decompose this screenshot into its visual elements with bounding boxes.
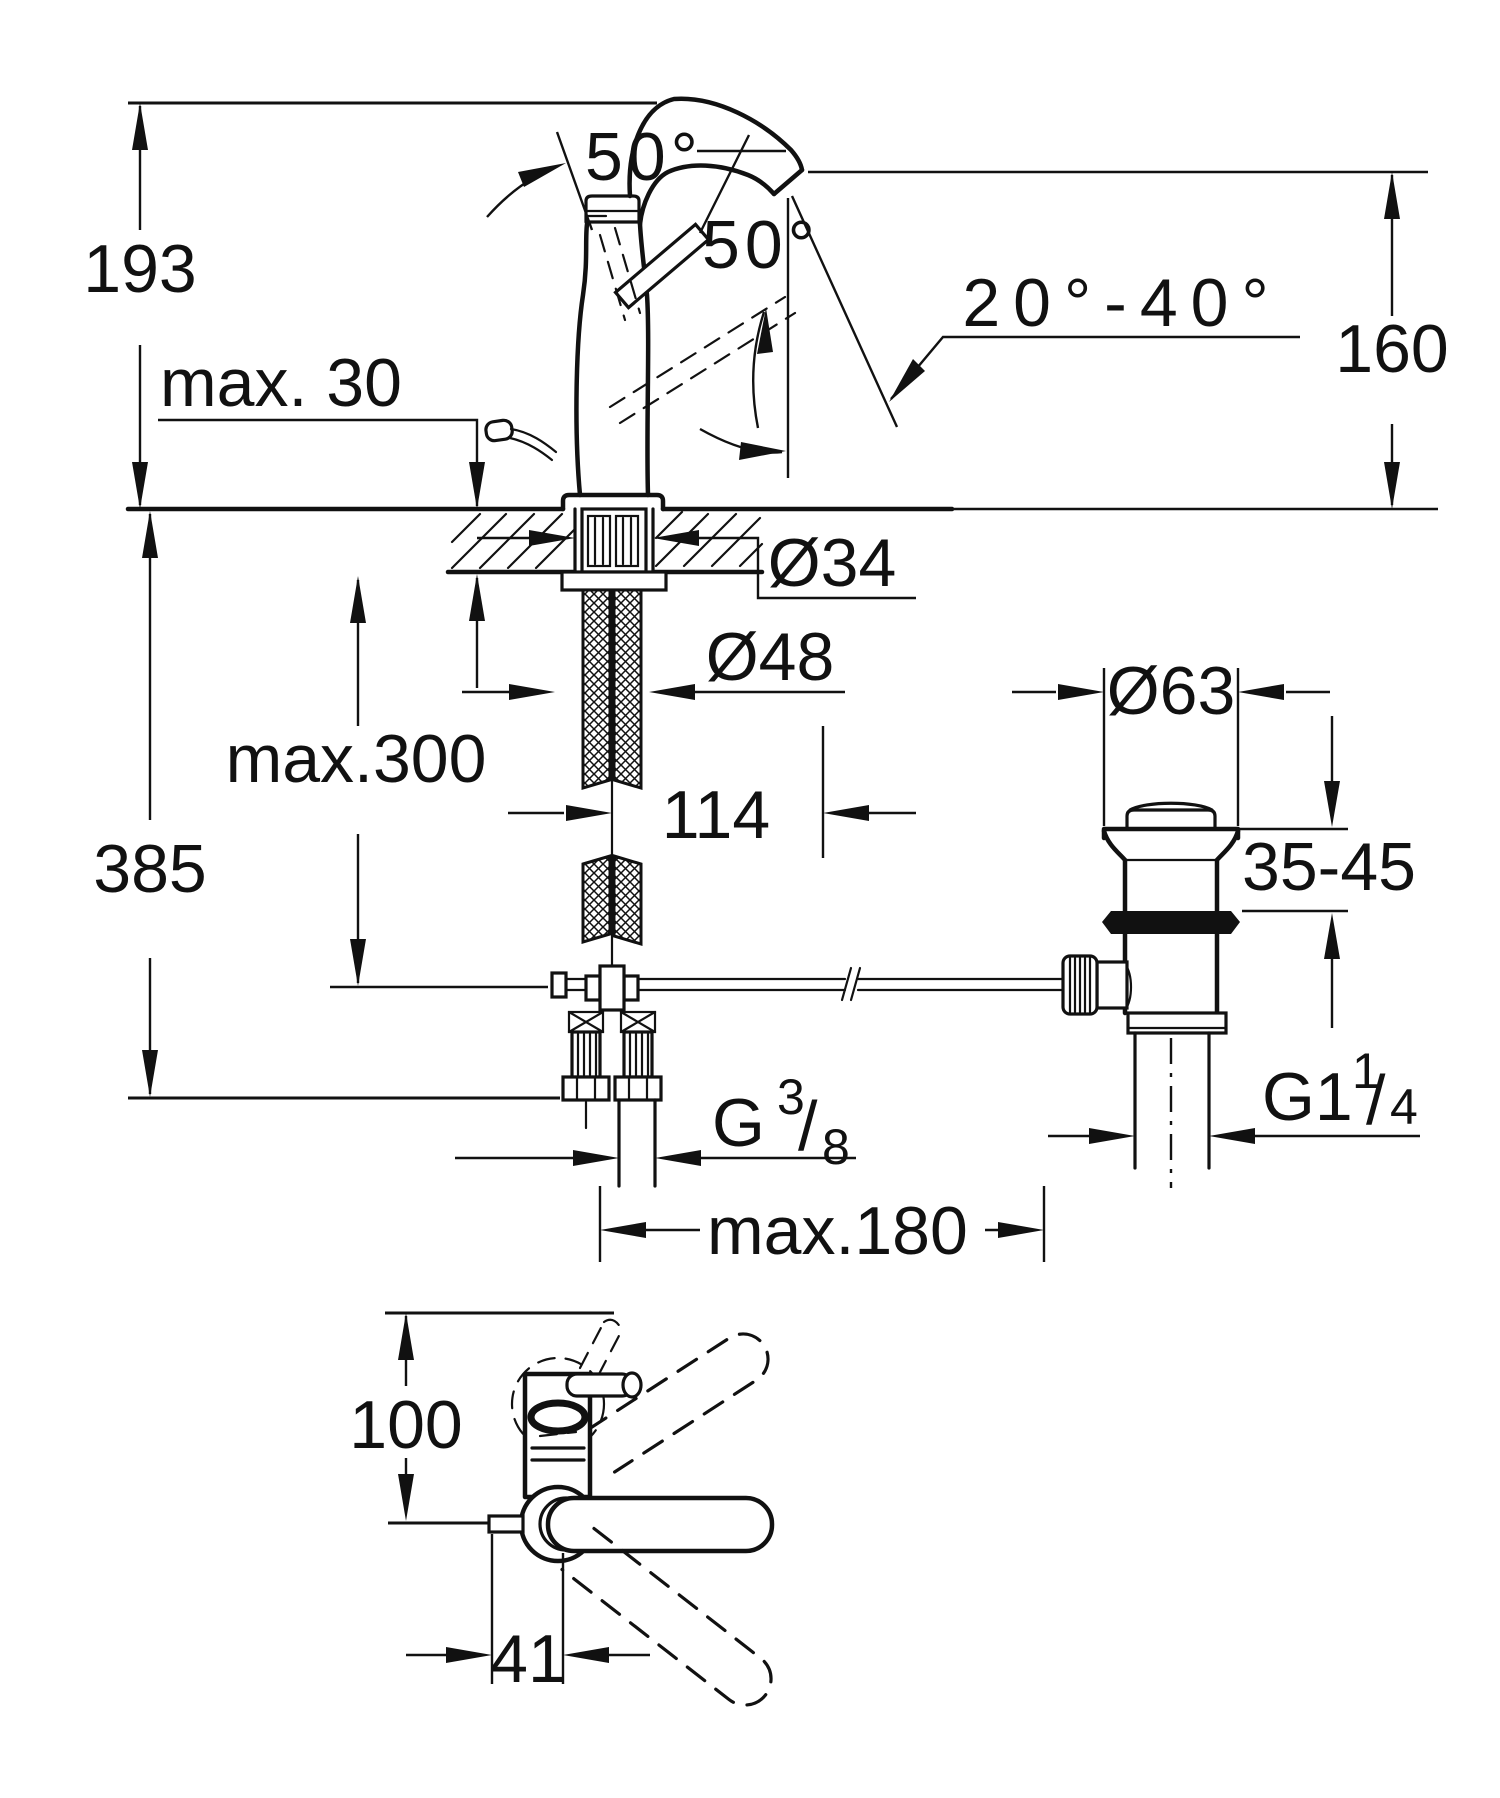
dim-label-g114-den: 4: [1390, 1079, 1418, 1135]
dim-max180: max.180: [598, 1186, 1046, 1269]
rod-adjust-knob: [1061, 954, 1099, 1016]
dim-angle-50-top: 50°: [585, 119, 703, 195]
dim-angle-20-40: 20°-40°: [889, 265, 1300, 402]
waste-flange: [1101, 826, 1241, 841]
spout-inner-curve: [637, 163, 777, 227]
dim-label-dia34: Ø34: [768, 525, 897, 601]
pop-up-knob: [484, 418, 558, 462]
plan-lever-dashed-up: [585, 1332, 770, 1474]
dim-dia63: Ø63: [1012, 653, 1330, 826]
dim-label-max30: max. 30: [160, 345, 402, 421]
dim-label-dia48: Ø48: [706, 619, 835, 695]
dim-label-193: 193: [83, 231, 196, 307]
dim-label-50-top: 50°: [585, 119, 703, 195]
dim-max30: max. 30: [158, 345, 485, 688]
lever-dashed-position-1: [598, 226, 642, 322]
dim-label-max300: max.300: [226, 721, 487, 797]
plan-lever-solid: [545, 1495, 775, 1554]
dim-label-g114-num: 1: [1352, 1043, 1380, 1099]
dim-114: 114: [508, 726, 916, 858]
threaded-shank: [580, 507, 648, 574]
dim-label-g114-slash: /: [1366, 1061, 1386, 1139]
dim-label-114: 114: [662, 777, 770, 853]
faucet-below-deck: [550, 507, 1067, 1188]
dim-label-385: 385: [93, 831, 206, 907]
dim-35-45: 35-45: [1238, 716, 1416, 1028]
lever-handle: [613, 222, 711, 310]
supply-hoses-upper: [581, 588, 643, 791]
base-flange: [560, 492, 666, 512]
plan-spout-section: [527, 1399, 589, 1435]
waste-plug: [1125, 808, 1217, 830]
dim-41: 41: [406, 1534, 650, 1697]
dim-label-41: 41: [490, 1621, 566, 1697]
dim-label-dia63: Ø63: [1107, 653, 1236, 729]
dimensions: 193 max. 30 160 385 max.300 Ø34: [83, 103, 1449, 1269]
pop-up-rod-assembly: [550, 964, 1067, 1012]
supply-thread-tail: [617, 1098, 657, 1188]
pop-up-waste: [1061, 801, 1241, 1188]
o-ring: [1102, 911, 1240, 934]
supply-hoses-lower: [581, 853, 643, 947]
faucet-side-view: [484, 96, 899, 512]
hex-nut-left: [561, 1075, 611, 1102]
dim-193: 193: [83, 103, 197, 509]
dim-160: 160: [1335, 172, 1449, 509]
dim-angle-50-open: 50°: [702, 207, 820, 283]
swing-arc-open: [752, 311, 766, 429]
dim-100: 100: [349, 1313, 463, 1521]
rod-break-symbol: [840, 966, 862, 1002]
plan-spout-dashed: [578, 1318, 624, 1378]
dim-g38: G 3 / 8: [455, 1069, 856, 1175]
dim-label-50-open: 50°: [702, 207, 820, 283]
dim-385: 385: [93, 511, 207, 1097]
dim-label-g38-prefix: G: [712, 1085, 765, 1161]
waste-tailpipe: [1133, 1031, 1211, 1170]
cartridge-cap: [584, 194, 641, 224]
tailpipe-coupling: [1126, 1011, 1228, 1035]
waste-body: [1122, 931, 1220, 1016]
spout-outer-curve: [627, 96, 805, 199]
dim-label-max180: max.180: [707, 1193, 968, 1269]
dim-label-35-45: 35-45: [1242, 829, 1416, 905]
dim-label-g38-slash: /: [798, 1087, 818, 1165]
dim-label-g114-prefix: G1: [1262, 1059, 1353, 1135]
dim-max300: max.300: [226, 576, 487, 986]
dim-label-160: 160: [1335, 311, 1448, 387]
dim-dia48: Ø48: [462, 619, 845, 700]
plan-outlet-stub: [487, 1514, 525, 1534]
spout-tip-face: [771, 167, 805, 197]
dim-label-20-40: 20°-40°: [962, 265, 1281, 341]
hex-nut-right: [613, 1075, 663, 1102]
plan-lever-dashed-down: [560, 1526, 773, 1707]
mounting-nut: [560, 570, 668, 592]
tilt-range-line: [790, 195, 899, 428]
dim-label-100: 100: [349, 1387, 462, 1463]
dim-dia34: Ø34: [477, 525, 916, 601]
reference-lines: [125, 101, 1438, 1100]
deck-hatching: [450, 510, 764, 570]
dim-label-g38-num: 3: [777, 1069, 805, 1125]
dim-g114: G1 1 / 4: [1048, 1043, 1420, 1144]
dim-label-g38-den: 8: [822, 1119, 850, 1175]
plan-view: 100 41: [349, 1311, 775, 1707]
hose-connectors: [561, 1010, 663, 1188]
